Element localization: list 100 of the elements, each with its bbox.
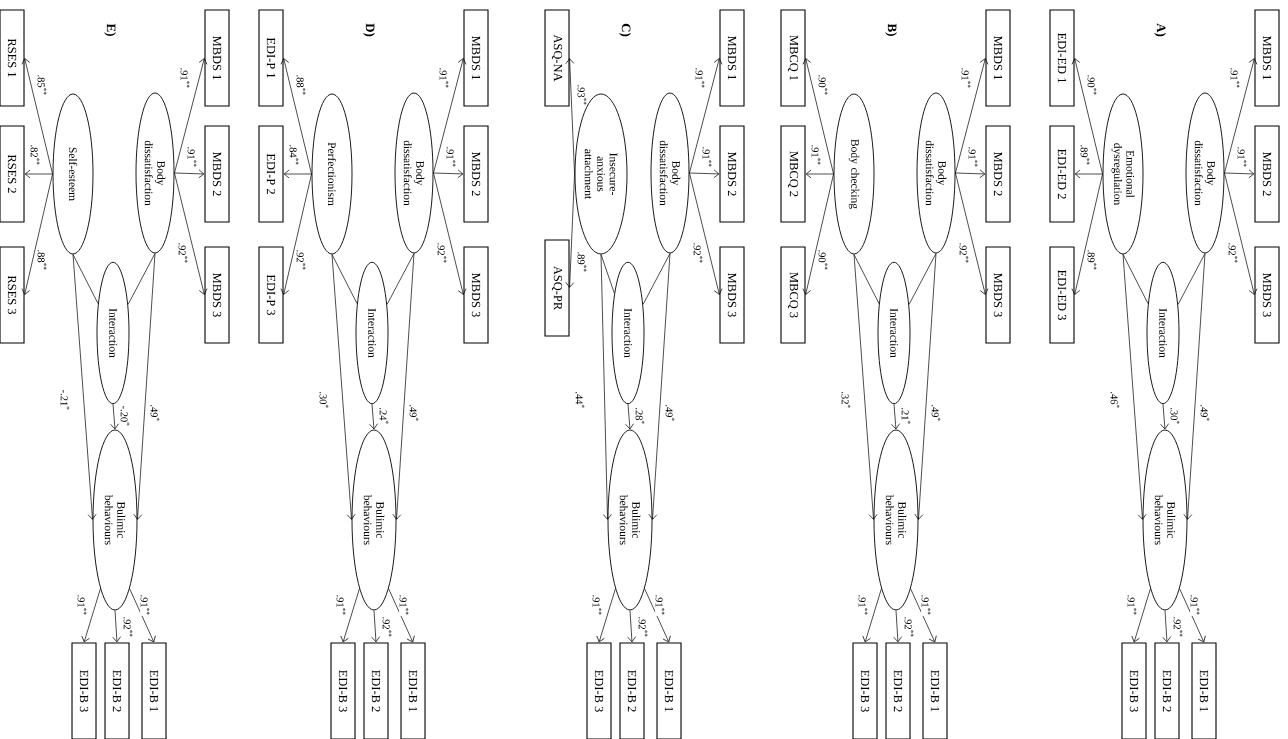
indicator-box: MBDS 3 <box>985 246 1011 344</box>
arrow <box>112 610 121 643</box>
edge-label: .91$^{**}$ <box>439 67 449 89</box>
indicator-box: MBDS 2 <box>463 125 489 223</box>
edge-label: .91$^{**}$ <box>961 67 971 89</box>
arrow <box>129 588 156 643</box>
arrow <box>1160 403 1169 430</box>
arrow <box>565 173 575 288</box>
connector-line <box>908 253 937 305</box>
arrow <box>689 58 723 174</box>
edge-label: .91$^{**}$ <box>140 594 150 616</box>
edge-label: .82$^{**}$ <box>30 144 40 166</box>
indicator-box: EDI-P 1 <box>258 9 284 107</box>
indicator-box: EDI-P 3 <box>258 246 284 344</box>
arrow <box>280 173 312 295</box>
panel-label: B) <box>885 23 897 36</box>
edge-label: -.20$^{*}$ <box>120 405 130 427</box>
indicator-box: MBDS 1 <box>719 9 745 107</box>
edge-label: .89$^{**}$ <box>1087 249 1097 271</box>
arrow <box>644 588 671 643</box>
edge-label: .30$^{*}$ <box>1170 406 1180 426</box>
indicator-box: EDI-B 1 <box>141 642 167 739</box>
arrow <box>1224 169 1255 179</box>
arrow <box>596 588 616 643</box>
indicator-box: EDI-B 1 <box>922 642 948 739</box>
arrow <box>174 169 205 179</box>
edge-label: .91$^{**}$ <box>446 146 456 168</box>
edge-label: .91$^{**}$ <box>1237 146 1247 168</box>
edge-label: .49$^{*}$ <box>150 403 160 423</box>
edge-label: .91$^{**}$ <box>399 594 409 616</box>
edge-label: .91$^{**}$ <box>592 594 602 616</box>
edge-label: .91$^{**}$ <box>858 594 868 616</box>
arrow <box>1071 173 1103 295</box>
arrow <box>600 254 612 520</box>
edge-label: .30$^{*}$ <box>319 390 329 410</box>
edge-label: .92$^{**}$ <box>904 616 914 638</box>
indicator-box: MBCQ 1 <box>780 9 806 107</box>
indicator-box: MBDS 1 <box>1254 9 1280 107</box>
connector-line <box>331 254 358 304</box>
arrow <box>1183 253 1206 520</box>
edge-label: .46$^{*}$ <box>1110 390 1120 410</box>
edge-label: .92$^{**}$ <box>178 242 188 264</box>
arrow <box>802 58 834 175</box>
connector-line <box>72 254 99 304</box>
edge-label: .91$^{**}$ <box>655 594 665 616</box>
arrow <box>283 169 312 179</box>
indicator-box: MBCQ 2 <box>780 125 806 223</box>
arrow <box>625 403 634 430</box>
edge-label: .91$^{**}$ <box>336 594 346 616</box>
edge-label: .44$^{*}$ <box>575 390 585 410</box>
edge-label: .89$^{**}$ <box>1080 144 1090 166</box>
arrow <box>627 610 636 643</box>
arrow <box>1131 588 1151 643</box>
arrow <box>914 253 937 520</box>
arrow <box>565 58 575 175</box>
edge-label: .84$^{**}$ <box>289 144 299 166</box>
indicator-box: MBDS 3 <box>463 246 489 344</box>
connector-line <box>1177 253 1206 305</box>
edge-label: .91$^{**}$ <box>1230 67 1240 89</box>
indicator-box: EDI-B 3 <box>1121 642 1147 739</box>
arrow <box>1074 169 1103 179</box>
arrow <box>81 588 101 643</box>
indicator-box: MBDS 3 <box>719 246 745 344</box>
arrow <box>72 254 97 520</box>
edge-label: .92$^{**}$ <box>382 616 392 638</box>
arrow <box>392 253 415 520</box>
indicator-box: EDI-B 1 <box>656 642 682 739</box>
edge-label: .91$^{**}$ <box>180 67 190 89</box>
connector-line <box>642 253 671 305</box>
arrow <box>110 403 119 430</box>
arrow <box>1224 172 1258 295</box>
indicator-box: EDI-B 2 <box>363 642 389 739</box>
edge-label: .91$^{**}$ <box>1127 594 1137 616</box>
indicator-box: MBDS 2 <box>1254 125 1280 223</box>
edge-label: .92$^{**}$ <box>123 616 133 638</box>
connector-line <box>600 254 615 294</box>
edge-label: .91$^{**}$ <box>695 67 705 89</box>
indicator-box: EDI-B 2 <box>104 642 130 739</box>
arrow <box>21 173 53 295</box>
arrow <box>1071 58 1103 175</box>
arrow <box>371 610 380 643</box>
arrow <box>648 253 671 520</box>
panel-label: D) <box>363 23 375 37</box>
arrow <box>280 58 312 175</box>
indicator-box: EDI-ED 1 <box>1049 9 1075 107</box>
arrow <box>689 169 720 179</box>
indicator-box: RSES 1 <box>0 9 25 107</box>
indicator-box: RSES 3 <box>0 246 25 344</box>
edge-label: .28$^{*}$ <box>635 406 645 426</box>
arrow <box>1162 610 1171 643</box>
arrow <box>862 588 882 643</box>
edge-label: .88$^{**}$ <box>296 74 306 96</box>
arrow <box>1224 58 1258 174</box>
indicator-box: MBDS 2 <box>719 125 745 223</box>
arrow <box>174 58 208 174</box>
edge-label: .21$^{*}$ <box>901 406 911 426</box>
edge-label: .92$^{**}$ <box>437 242 447 264</box>
edge-label: .92$^{**}$ <box>638 616 648 638</box>
indicator-box: EDI-B 3 <box>852 642 878 739</box>
arrow <box>1122 254 1147 520</box>
